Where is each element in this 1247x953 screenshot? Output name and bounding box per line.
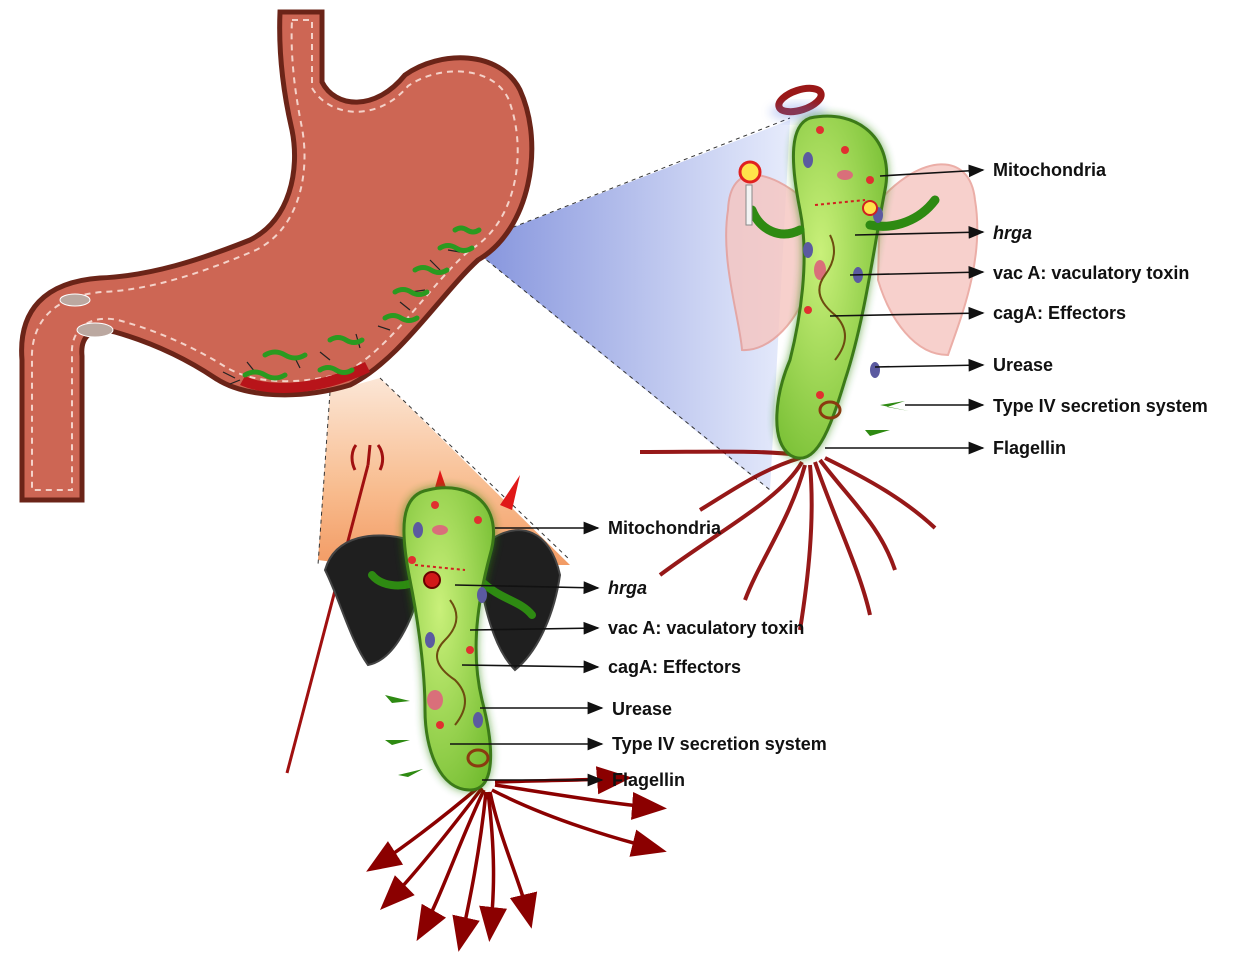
bad-label-flagellin: Flagellin <box>612 770 685 790</box>
bad-flagella <box>372 778 660 945</box>
good-flagella <box>640 452 935 630</box>
stomach <box>22 12 532 500</box>
good-label-mitochondria: Mitochondria <box>993 160 1106 180</box>
good-label-t4ss: Type IV secretion system <box>993 396 1208 416</box>
bad-label-urease: Urease <box>612 699 672 719</box>
devil-horn-right <box>500 475 520 510</box>
bad-label-vaca: vac A: vaculatory toxin <box>608 618 804 638</box>
good-label-hrga: hrga <box>993 223 1032 243</box>
bad-label-mitochondria: Mitochondria <box>608 518 721 538</box>
candle-flame-icon <box>740 162 760 182</box>
hrga-heart-icon <box>424 572 440 588</box>
good-label-flagellin: Flagellin <box>993 438 1066 458</box>
good-label-urease: Urease <box>993 355 1053 375</box>
bad-label-caga: cagA: Effectors <box>608 657 741 677</box>
hrga-star-icon <box>863 201 877 215</box>
bad-label-t4ss: Type IV secretion system <box>612 734 827 754</box>
good-label-caga: cagA: Effectors <box>993 303 1126 323</box>
good-label-vaca: vac A: vaculatory toxin <box>993 263 1189 283</box>
bad-label-hrga: hrga <box>608 578 647 598</box>
